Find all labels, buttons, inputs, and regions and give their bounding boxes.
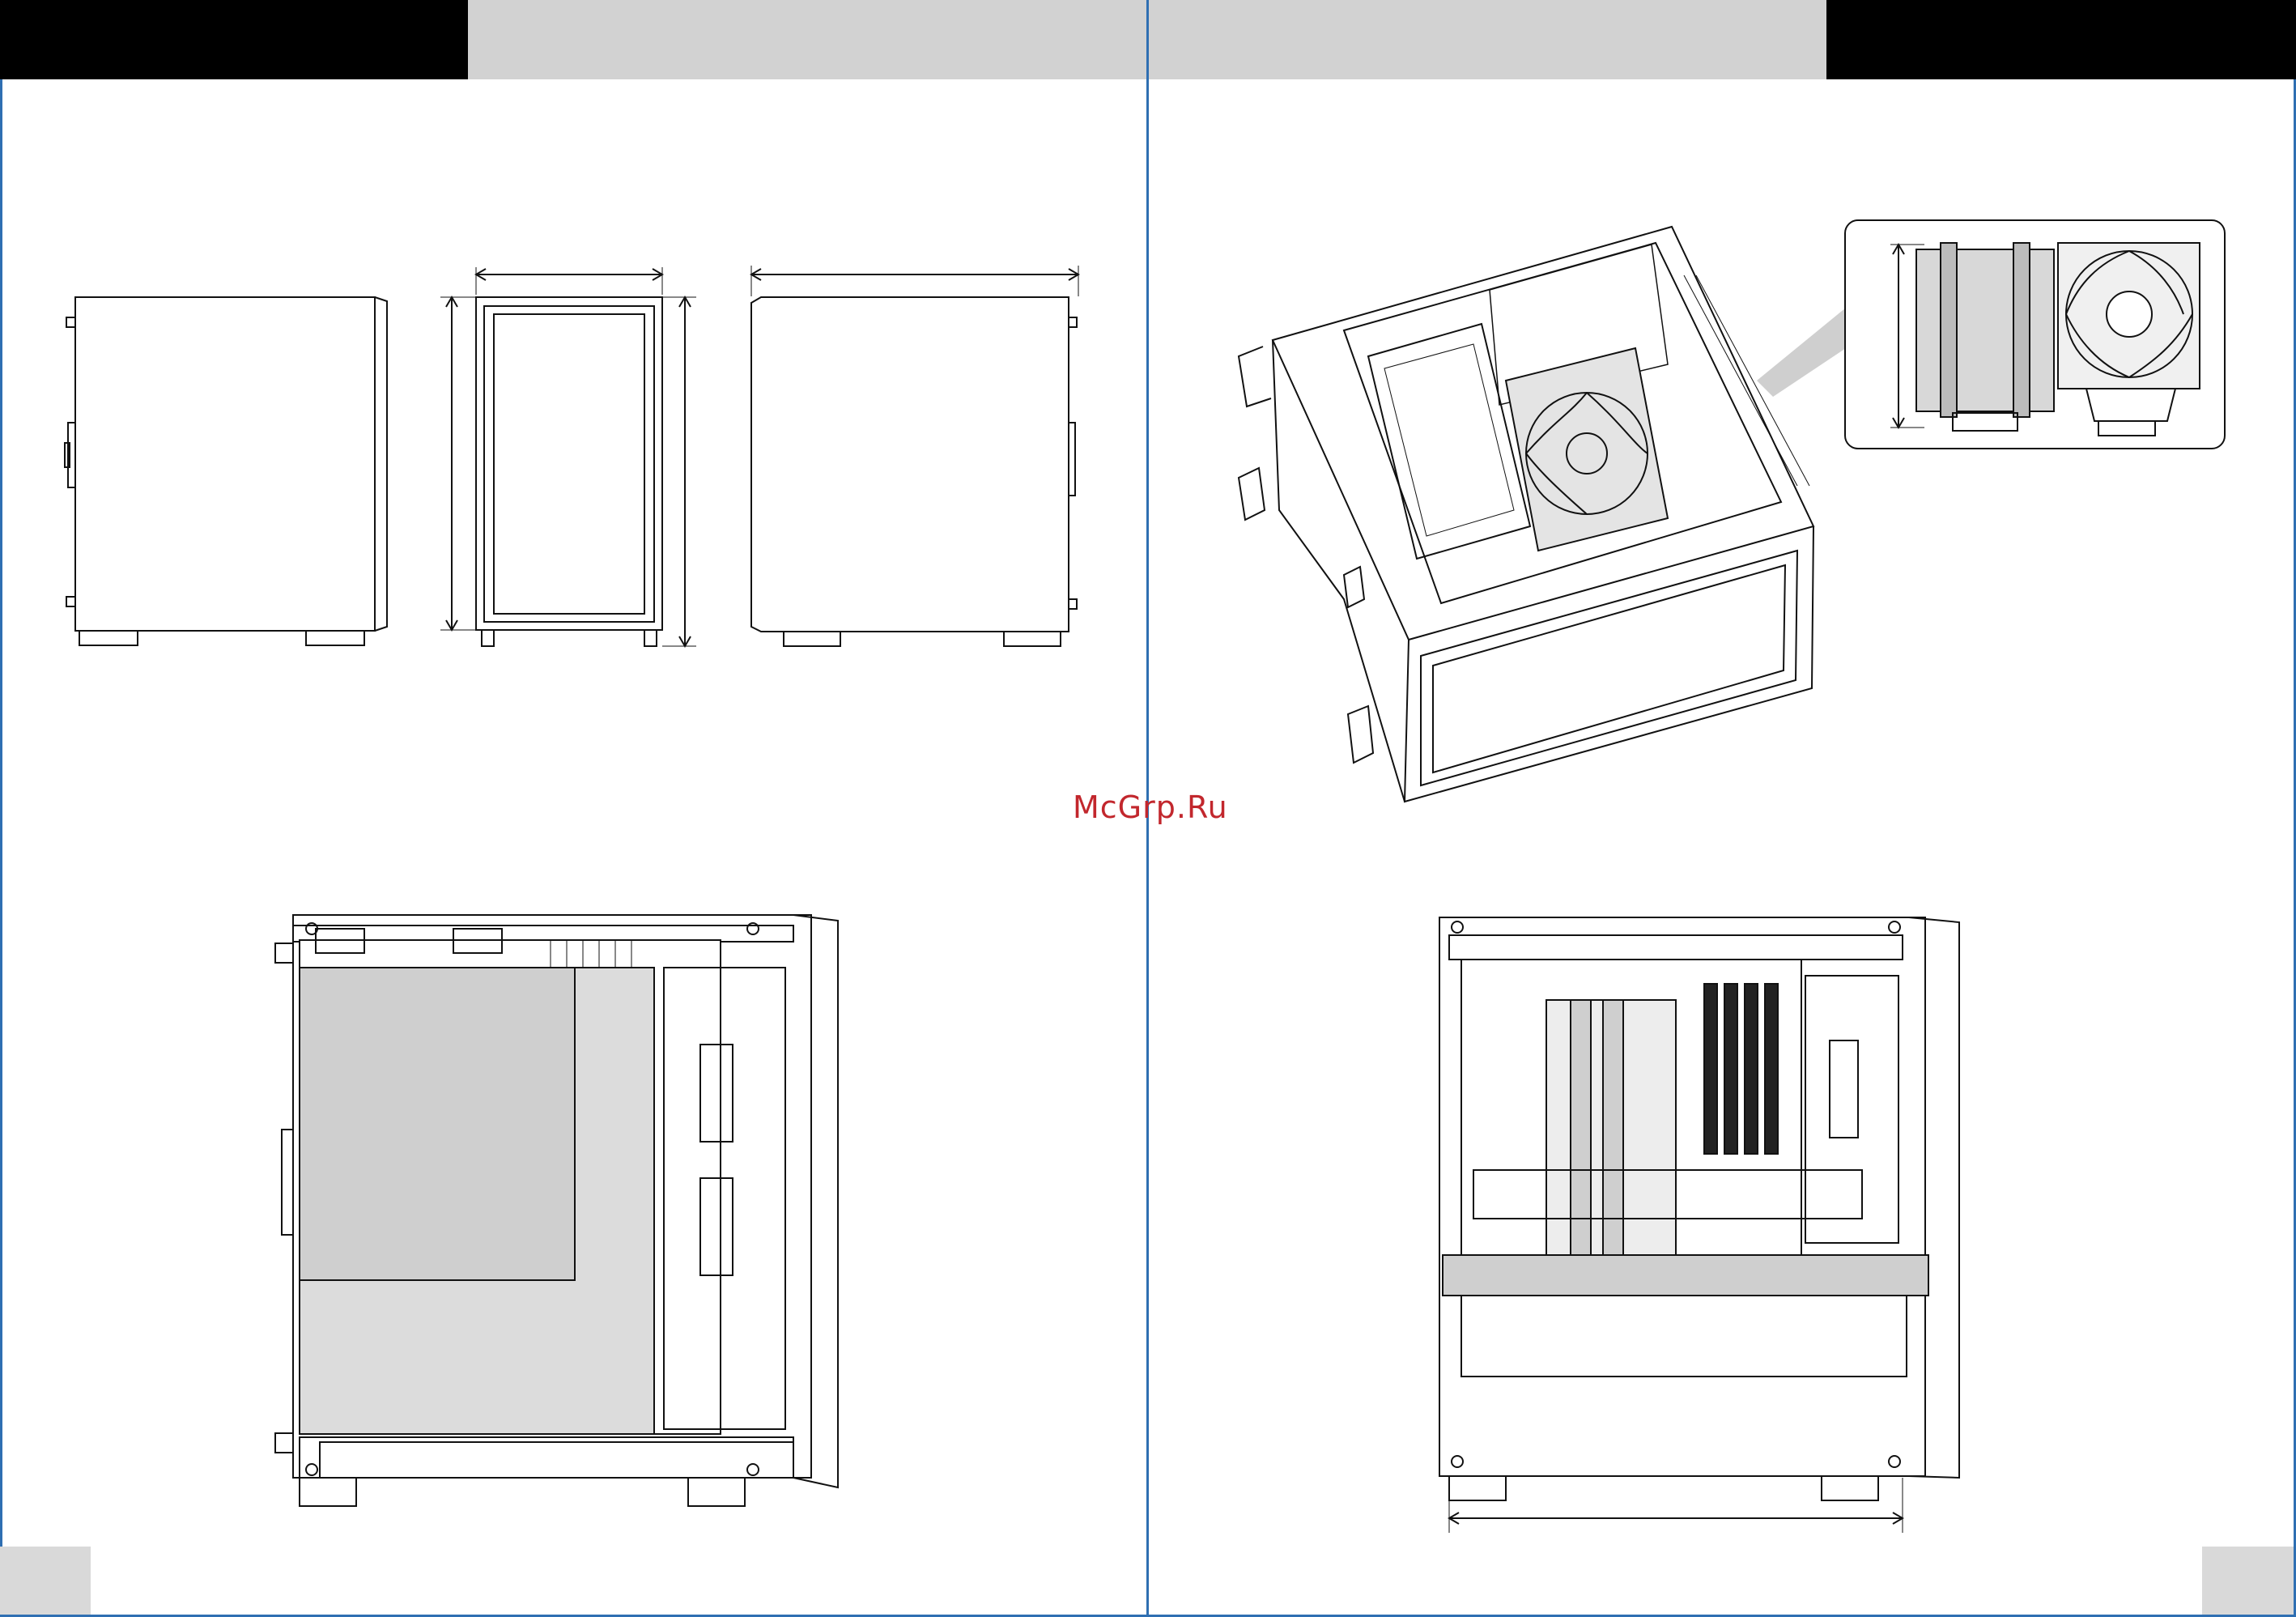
- header-bar-left-black: [0, 0, 468, 79]
- cpu-cooler-inset: [1843, 219, 2226, 452]
- case-side-view: [65, 293, 397, 649]
- left-page-border: [0, 79, 2, 1617]
- header-bar-right-grey: [1148, 0, 1826, 79]
- case-front-view: [437, 261, 712, 649]
- page-corner-tab-left: [0, 1547, 91, 1615]
- case-rear-side-view: [737, 261, 1093, 649]
- header-bar-right-black: [1826, 0, 2296, 79]
- header-bar-left-grey: [468, 0, 1146, 79]
- case-back-panel-interior: [275, 911, 842, 1526]
- cooler-callout-wedge: [1757, 308, 1846, 397]
- case-isometric-build: [1214, 219, 1830, 818]
- watermark-text: McGrp.Ru: [1073, 789, 1228, 825]
- page-corner-tab-right: [2202, 1547, 2294, 1615]
- case-interior-motherboard: [1417, 911, 1967, 1551]
